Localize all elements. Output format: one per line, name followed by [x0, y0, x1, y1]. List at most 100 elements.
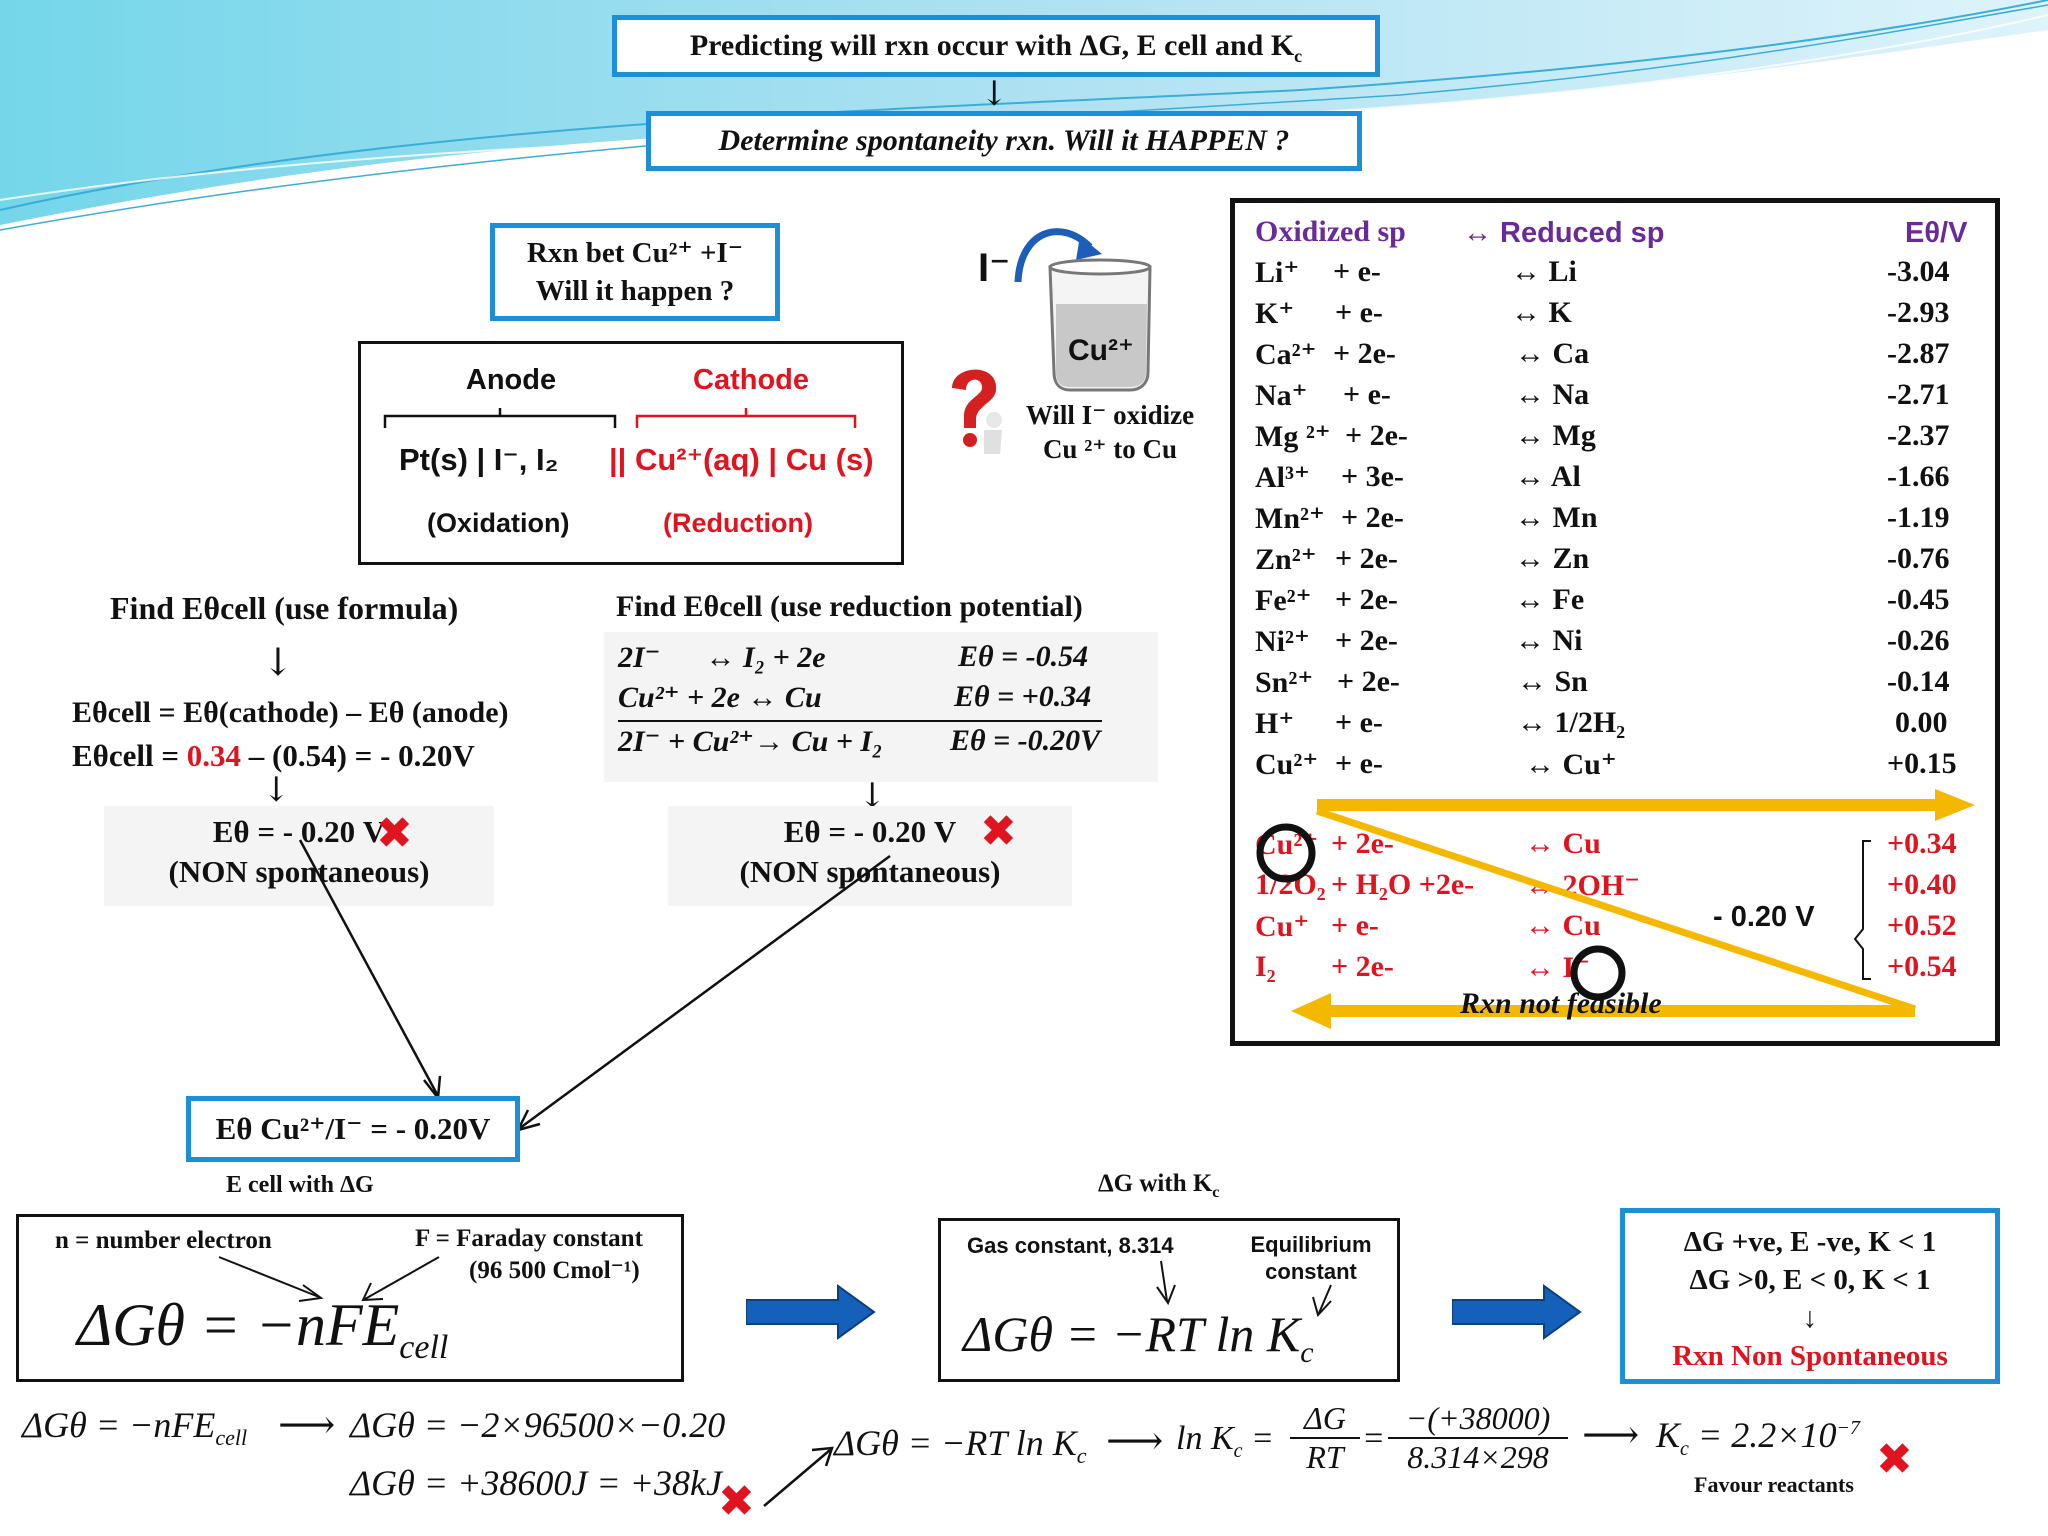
formula-eq2: Eθcell = 0.34 – (0.54) = - 0.20V: [72, 738, 475, 774]
table-e: + 2e-: [1333, 337, 1396, 370]
formula-result: Eθ = - 0.20 V (NON spontaneous): [104, 812, 494, 892]
beaker-caption: Will I⁻ oxidize Cu ²⁺ to Cu: [1010, 398, 1210, 466]
question-person-icon: [952, 369, 1002, 454]
table-v: 0.00: [1895, 706, 1948, 739]
cathode-expression: || Cu²⁺(aq) | Cu (s): [609, 442, 874, 477]
reduction-heading: Find Eθcell (use reduction potential): [616, 590, 1083, 623]
calc-a1-text: ΔGθ = −nFE: [22, 1405, 216, 1445]
table-red: ↔ Na: [1515, 378, 1590, 411]
formula-eq2-rest: – (0.54) = - 0.20V: [241, 738, 475, 773]
table-red: ↔ Mg: [1515, 419, 1596, 452]
table-row: Ca²⁺+ 2e-↔ Ca-2.87: [1235, 337, 1995, 377]
table-row-red: Cu⁺+ e-↔ Cu+0.52: [1235, 909, 1995, 949]
table-col-oxidized: Oxidized sp: [1255, 215, 1406, 248]
table-e: + 2e-: [1341, 501, 1404, 534]
k-pointer-arrows: [1156, 1260, 1332, 1317]
right-arrow-icon-1: [746, 1284, 876, 1340]
table-v: -0.14: [1887, 665, 1950, 698]
table-ox: Fe²⁺: [1255, 584, 1312, 617]
reduction-row-3-e: Eθ = -0.20V: [950, 724, 1101, 757]
calc-arrow-2-icon: ⟶: [1106, 1418, 1164, 1464]
table-v: +0.15: [1887, 747, 1957, 780]
result-arrow-icon: ↓: [1802, 1302, 1818, 1334]
result-box: ΔG +ve, E -ve, K < 1 ΔG >0, E < 0, K < 1…: [1620, 1208, 2000, 1384]
k-equation: ΔGθ = −RT ln Kc: [963, 1305, 1314, 1370]
caption-dg-k-sub: c: [1212, 1184, 1220, 1201]
calc-frac1-num: ΔG: [1290, 1400, 1360, 1439]
f-value: (96 500 Cmol⁻¹): [469, 1257, 640, 1284]
table-v: -1.19: [1887, 501, 1950, 534]
table-row: Sn²⁺+ 2e-↔ Sn-0.14: [1235, 665, 1995, 705]
table-annotations: [1256, 789, 1975, 1029]
calc-cross-icon-2: ✖: [1876, 1434, 1913, 1485]
result-line3: Rxn Non Spontaneous: [1672, 1340, 1948, 1372]
table-v: +0.34: [1887, 827, 1957, 860]
formula-verdict: (NON spontaneous): [168, 854, 430, 889]
table-row: Li⁺+ e-↔ Li-3.04: [1235, 255, 1995, 295]
table-v: +0.54: [1887, 950, 1957, 983]
table-e: + 2e-: [1345, 419, 1408, 452]
calc-a3: ΔGθ = +38600J = +38kJ: [350, 1463, 722, 1503]
table-ox: Sn²⁺: [1255, 666, 1314, 699]
table-red: ↔ Li: [1511, 255, 1577, 288]
iodide-label: I⁻: [978, 246, 1011, 290]
table-e: + e-: [1333, 255, 1381, 288]
table-v: -1.66: [1887, 460, 1950, 493]
calc-b2-sub: c: [1233, 1439, 1243, 1462]
f-label: F = Faraday constant: [415, 1225, 643, 1252]
k-formula-box: Gas constant, 8.314 Equilibrium constant…: [938, 1218, 1400, 1382]
formula-eq1: Eθcell = Eθ(cathode) – Eθ (anode): [72, 696, 509, 730]
table-row: K⁺+ e-↔ K-2.93: [1235, 296, 1995, 336]
table-red: ↔ 1/2H₂: [1517, 706, 1626, 739]
result-line2: ΔG >0, E < 0, K < 1: [1689, 1264, 1931, 1296]
calc-favour: Favour reactants: [1694, 1472, 1854, 1497]
calc-frac2-num: −(+38000): [1388, 1400, 1568, 1439]
table-ox: Ni²⁺: [1255, 625, 1310, 658]
calc-b2: ln Kc =: [1176, 1420, 1274, 1462]
calc-b2-text: ln K: [1176, 1420, 1234, 1457]
table-red: ↔ Cu⁺: [1525, 748, 1617, 781]
table-red: ↔ Ca: [1515, 337, 1590, 370]
table-ox: Na⁺: [1255, 379, 1308, 412]
reduction-row-3-rxn: 2I⁻ + Cu²⁺→ Cu + I₂: [618, 725, 883, 758]
table-e: + e-: [1335, 706, 1383, 739]
caption-dg-k-text: ΔG with K: [1098, 1170, 1213, 1197]
table-v: -2.37: [1887, 419, 1950, 452]
formula-down-arrow-icon: ↓: [262, 640, 294, 684]
formula-eq2-value: 0.34: [186, 738, 242, 773]
table-v: -0.76: [1887, 542, 1950, 575]
k-eq-text: ΔGθ = −RT ln K: [963, 1306, 1301, 1362]
formula-eq2-prefix: Eθcell =: [72, 738, 187, 773]
subtitle-box: Determine spontaneity rxn. Will it HAPPE…: [646, 111, 1362, 171]
table-v: +0.40: [1887, 868, 1957, 901]
table-red: ↔ Mn: [1515, 501, 1598, 534]
summary-text: Eθ Cu²⁺/I⁻ = - 0.20V: [215, 1111, 491, 1146]
calc-b1-text: ΔGθ = −RT ln K: [834, 1423, 1077, 1463]
reduction-row-1-e: Eθ = -0.54: [958, 640, 1089, 673]
oxidation-label: (Oxidation): [427, 508, 570, 538]
calc-a2: ΔGθ = −2×96500×−0.20: [350, 1405, 726, 1445]
table-not-feasible: Rxn not feasible: [1460, 987, 1662, 1020]
table-red: ↔ K: [1511, 296, 1572, 329]
cathode-label: Cathode: [693, 364, 809, 396]
k-eq-sub: c: [1300, 1336, 1314, 1369]
table-v: -2.93: [1887, 296, 1950, 329]
reduction-underline: [618, 720, 1102, 722]
table-ox: Al³⁺: [1255, 461, 1310, 494]
calc-frac2: −(+38000) 8.314×298: [1388, 1400, 1568, 1476]
calc-a1-sub: cell: [215, 1425, 248, 1451]
calc-kc: Kc = 2.2×10−7: [1656, 1414, 1860, 1461]
header-title-sub: c: [1294, 46, 1303, 66]
table-e: + 2e-: [1335, 583, 1398, 616]
calc-kc-value: = 2.2×10: [1697, 1415, 1837, 1455]
table-row: Al³⁺+ 3e-↔ Al-1.66: [1235, 460, 1995, 500]
beaker-icon: [1014, 228, 1152, 392]
formula-cross-icon: ✖: [376, 808, 413, 859]
beaker-caption-line2: Cu ²⁺ to Cu: [1042, 434, 1178, 464]
dg-pointer-arrows: [218, 1256, 440, 1302]
dg-eq-sub: cell: [399, 1329, 449, 1366]
table-red: ↔ Zn: [1515, 542, 1590, 575]
reduction-cross-icon: ✖: [980, 806, 1017, 857]
result-line1: ΔG +ve, E -ve, K < 1: [1683, 1226, 1937, 1258]
header-arrow-icon: ↓: [980, 74, 1009, 114]
